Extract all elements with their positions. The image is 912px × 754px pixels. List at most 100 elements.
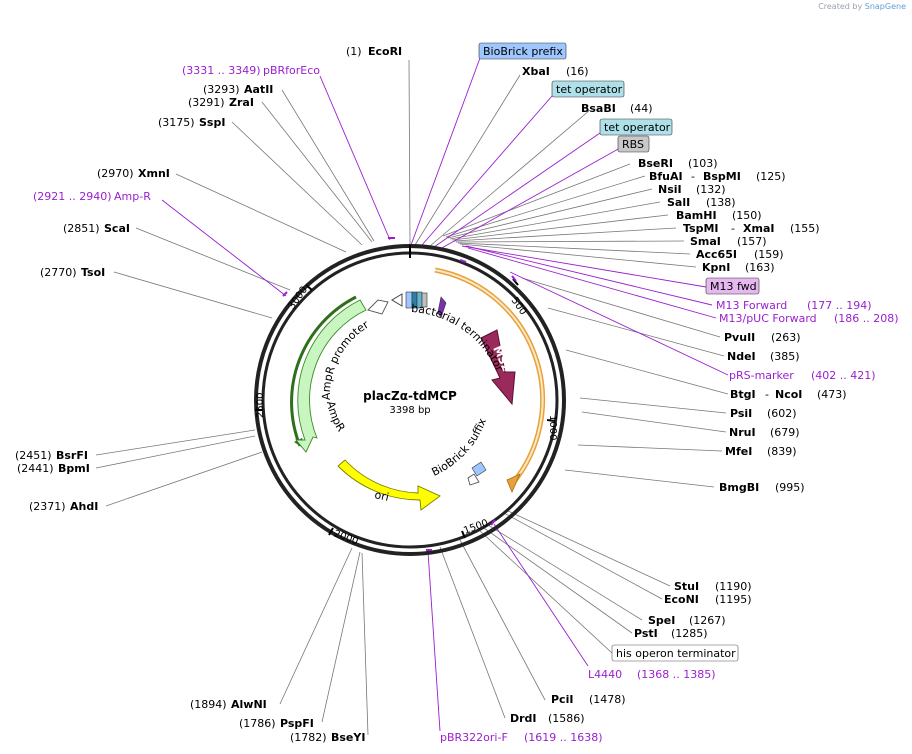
leader-aatii (281, 89, 375, 242)
snapgene-credit: Created by SnapGene (818, 2, 906, 11)
leader-m13forward (465, 245, 713, 306)
leader-pbrforeco (319, 75, 391, 241)
pvuii-name: PvuII (724, 331, 755, 344)
leader-xmni (175, 173, 347, 253)
sali-pos: (138) (706, 196, 736, 209)
tspmi-dash: - (731, 222, 735, 235)
ahdi-pos: (2371) (29, 500, 66, 513)
leader-pvuii (521, 277, 721, 338)
leader-biobrick-prefix (410, 57, 481, 246)
bpmi-pos: (2441) (17, 462, 54, 475)
kpni-pos: (163) (745, 261, 775, 274)
pbrforeco-pos: (3331 .. 3349) (182, 64, 261, 77)
ncoi-name: NcoI (775, 388, 802, 401)
bsrfi-pos: (2451) (15, 449, 52, 462)
leader-l4440 (493, 523, 589, 667)
leader-bseri (442, 163, 631, 237)
ampr-text: AmpR (324, 400, 348, 434)
pspfi-name: PspFI (280, 717, 314, 730)
psii-name: PsiI (730, 407, 752, 420)
acc65i-name: Acc65I (696, 248, 737, 261)
m13-fwd-box (705, 277, 760, 295)
mfei-pos: (839) (767, 445, 797, 458)
tet-operator-label-2: tet operator (604, 121, 671, 134)
tick-1500 (461, 530, 466, 539)
leader-psti (483, 527, 633, 634)
m13-puc-name: M13/pUC Forward (719, 312, 817, 325)
mark-m13 (459, 259, 467, 263)
aatii-pos: (3293) (203, 83, 240, 96)
tsoi-pos: (2770) (40, 266, 77, 279)
mcs-blocks (405, 291, 447, 319)
tspmi-pos: (155) (790, 222, 820, 235)
leader-bseyi (361, 552, 369, 736)
m13-fwd-label: M13 fwd (710, 280, 757, 293)
leader-nsii (447, 188, 653, 239)
leader-tet-op-2 (433, 132, 601, 248)
stui-name: StuI (674, 580, 699, 593)
leader-xbai (414, 74, 521, 246)
bfuai-name: BfuAI (649, 170, 683, 183)
leader-bmgbi (564, 469, 715, 488)
credit-prefix: Created by (818, 2, 863, 11)
tick-label-3000: 3000 (286, 285, 310, 312)
tick-500 (512, 278, 519, 286)
pbr322ori-name: pBR322ori-F (440, 731, 508, 744)
pbrforeco-name: pBRforEco (263, 64, 320, 77)
aatii-name: AatII (244, 83, 273, 96)
zrai-name: ZraI (229, 96, 254, 109)
psti-name: PstI (634, 627, 658, 640)
prs-marker-pos: (402 .. 421) (811, 369, 876, 382)
leader-pspfi (321, 551, 361, 723)
bsabi-name: BsaBI (581, 102, 616, 115)
tsoi-name: TsoI (81, 266, 105, 279)
pcii-pos: (1478) (589, 693, 626, 706)
biobrick-prefix-box (478, 42, 567, 60)
scai-name: ScaI (104, 222, 130, 235)
ecori-name: EcoRI (368, 45, 402, 58)
bamhi-pos: (150) (732, 209, 762, 222)
primer-leader-lines (161, 57, 729, 732)
tet-operator-box-2 (599, 118, 673, 136)
leader-rbs (439, 147, 621, 250)
bseri-name: BseRI (638, 157, 673, 170)
nsii-pos: (132) (696, 183, 726, 196)
leader-btgi (565, 349, 729, 395)
tick-label-2500: 2500 (255, 393, 266, 418)
ampr-promoter-arrow (367, 299, 389, 315)
position-ticks (255, 245, 556, 539)
leader-spei (487, 524, 643, 621)
bmgbi-pos: (995) (775, 481, 805, 494)
leader-prs (509, 271, 729, 376)
his-terminator-arrow (467, 473, 480, 486)
biobrick-prefix-label: BioBrick prefix (483, 45, 563, 58)
leader-econi (503, 512, 663, 600)
zrai-pos: (3291) (188, 96, 225, 109)
stui-pos: (1190) (715, 580, 752, 593)
spei-name: SpeI (648, 614, 675, 627)
primer-marks (282, 237, 517, 551)
snapgene-brand: SnapGene (864, 2, 906, 11)
plasmid-length: 3398 bp (389, 405, 430, 416)
site-labels: (1) EcoRI XbaI (16) BsaBI (44) BseRI (10… (15, 45, 899, 744)
bacterial-terminator-arrow (391, 293, 403, 307)
xmai-name: XmaI (743, 222, 774, 235)
kpni-name: KpnI (702, 261, 730, 274)
xbai-pos: (16) (566, 65, 589, 78)
pspfi-pos: (1786) (239, 717, 276, 730)
leader-sspi (231, 121, 363, 246)
alwni-pos: (1894) (190, 698, 227, 711)
bseri-pos: (103) (688, 157, 718, 170)
leader-ecori (408, 59, 411, 246)
tet-operator-label-1: tet operator (556, 83, 623, 96)
pbr322ori-pos: (1619 .. 1638) (524, 731, 603, 744)
tspmi-name: TspMI (683, 222, 719, 235)
tick-label-1000: 1000 (547, 415, 558, 440)
ampr-primer-pos: (2921 .. 2940) (33, 190, 112, 203)
smai-name: SmaI (690, 235, 721, 248)
sspi-name: SspI (199, 116, 225, 129)
tick-2000 (328, 527, 334, 536)
acc65i-pos: (159) (754, 248, 784, 261)
bfuai-pos: (125) (756, 170, 786, 183)
